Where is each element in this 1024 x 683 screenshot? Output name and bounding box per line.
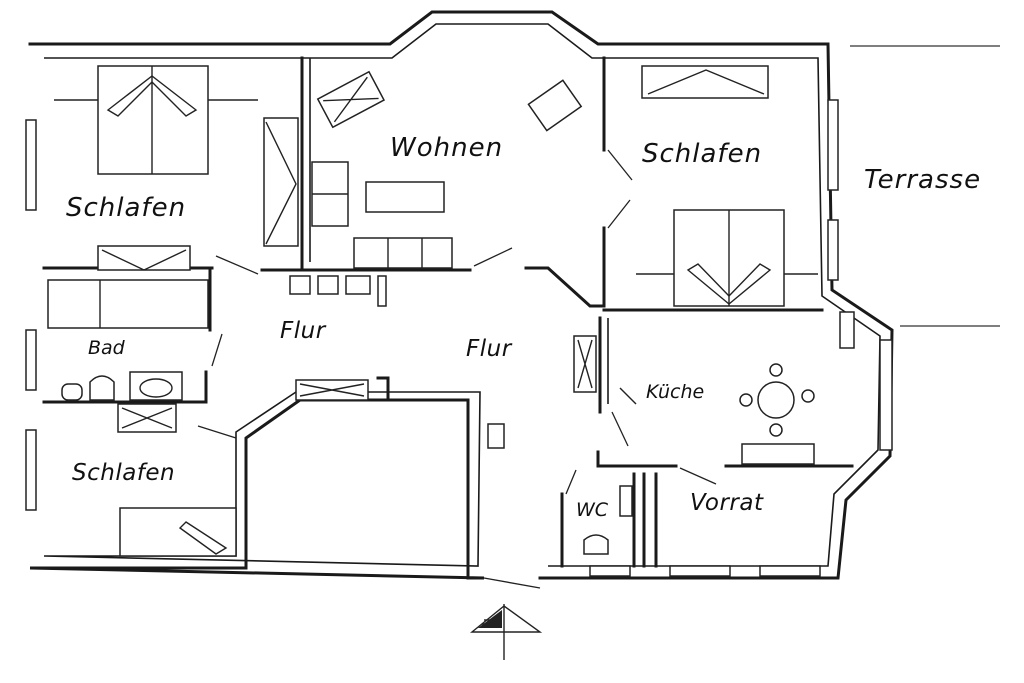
label-bad: Bad [88, 337, 126, 359]
label-flur-left: Flur [280, 318, 327, 344]
wardrobe [641, 65, 769, 99]
door-entrance [483, 577, 541, 589]
doors [197, 149, 717, 589]
sideboard [353, 237, 453, 269]
bidet [89, 375, 115, 401]
door-schlafen-ne [607, 199, 631, 229]
side-table [527, 79, 583, 132]
furniture-schlafen-nw [54, 65, 299, 271]
label-kueche: Küche [646, 381, 704, 403]
interior-walls [42, 56, 854, 568]
door-schlafen-sw [197, 425, 237, 439]
door-kueche [611, 411, 629, 447]
door-vorrat [679, 467, 717, 485]
door-wohnen-schlafen [607, 149, 633, 181]
bathtub [47, 279, 209, 329]
label-terrasse: Terrasse [864, 165, 981, 195]
label-wc: WC [576, 499, 609, 521]
furniture-kueche [619, 311, 855, 465]
room-labels: Wohnen Schlafen Schlafen Schlafen Bad Fl… [66, 133, 981, 521]
label-schlafen-sw: Schlafen [72, 460, 175, 486]
door-wc [565, 469, 577, 495]
dining-table [757, 381, 795, 419]
label-vorrat: Vorrat [690, 490, 764, 516]
label-schlafen-nw: Schlafen [66, 193, 186, 223]
north-arrow-icon [470, 604, 543, 660]
furniture-wohnen [289, 70, 583, 307]
terrace-outline [850, 45, 1000, 327]
toilet [583, 534, 609, 555]
kitchen-counter [741, 443, 815, 465]
bed-single [119, 507, 237, 557]
coffee-table [365, 181, 445, 213]
door-schlafen-nw [215, 255, 259, 275]
dresser [97, 245, 191, 271]
furniture-bad [47, 279, 209, 401]
label-wohnen: Wohnen [390, 133, 503, 163]
furniture-flur [295, 335, 597, 449]
bed-double [97, 65, 209, 175]
furniture-schlafen-ne [636, 65, 818, 307]
label-schlafen-ne: Schlafen [642, 139, 762, 169]
label-flur-center: Flur [466, 336, 513, 362]
furniture-schlafen-sw [117, 403, 237, 557]
furniture-wc [583, 485, 633, 555]
wardrobe [263, 117, 299, 247]
door-bad [211, 333, 223, 367]
exterior-walls [25, 10, 894, 580]
sink [129, 371, 183, 401]
toilet [61, 383, 83, 401]
door-wohnen [473, 247, 513, 267]
